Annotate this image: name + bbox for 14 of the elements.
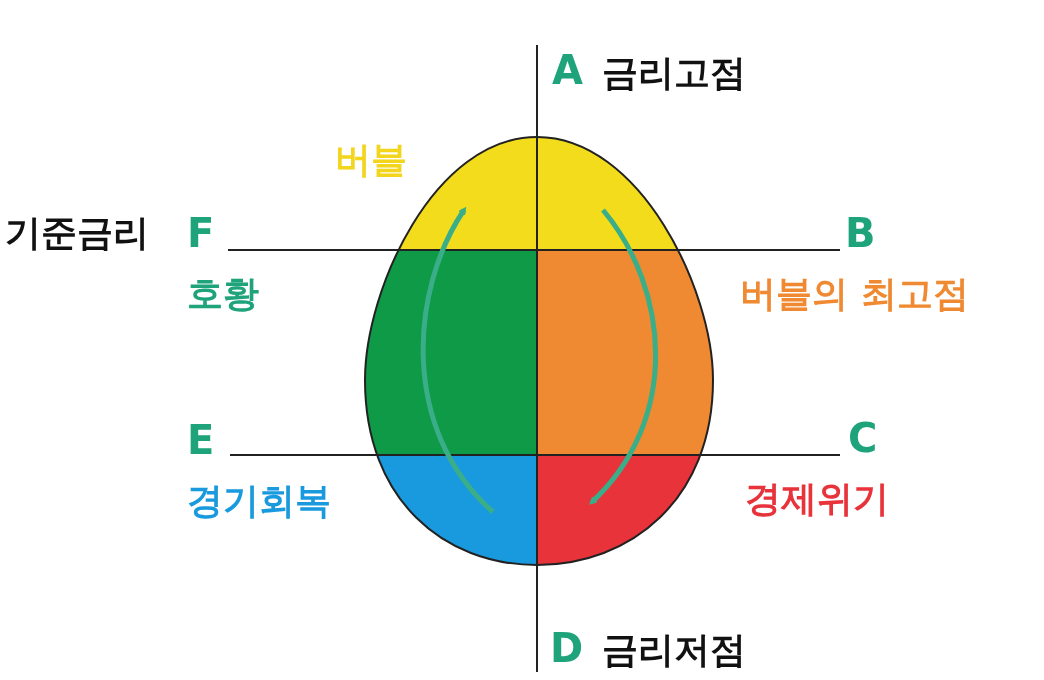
point-letter: C bbox=[848, 418, 878, 458]
point-letter: F bbox=[187, 213, 215, 253]
axis-label: 기준금리 bbox=[5, 215, 149, 251]
axis-label: 금리저점 bbox=[602, 632, 746, 668]
phase-label: 버블 bbox=[335, 142, 407, 178]
point-letter: A bbox=[552, 50, 583, 90]
phase-label: 경제위기 bbox=[745, 481, 889, 517]
phase-label: 경기회복 bbox=[187, 483, 331, 519]
phase-label: 버블의 최고점 bbox=[740, 276, 969, 312]
point-letter: B bbox=[845, 213, 876, 253]
point-letter: D bbox=[550, 628, 584, 668]
point-letter: E bbox=[187, 420, 215, 460]
axis-label: 금리고점 bbox=[602, 55, 746, 91]
phase-label: 호황 bbox=[187, 276, 259, 312]
